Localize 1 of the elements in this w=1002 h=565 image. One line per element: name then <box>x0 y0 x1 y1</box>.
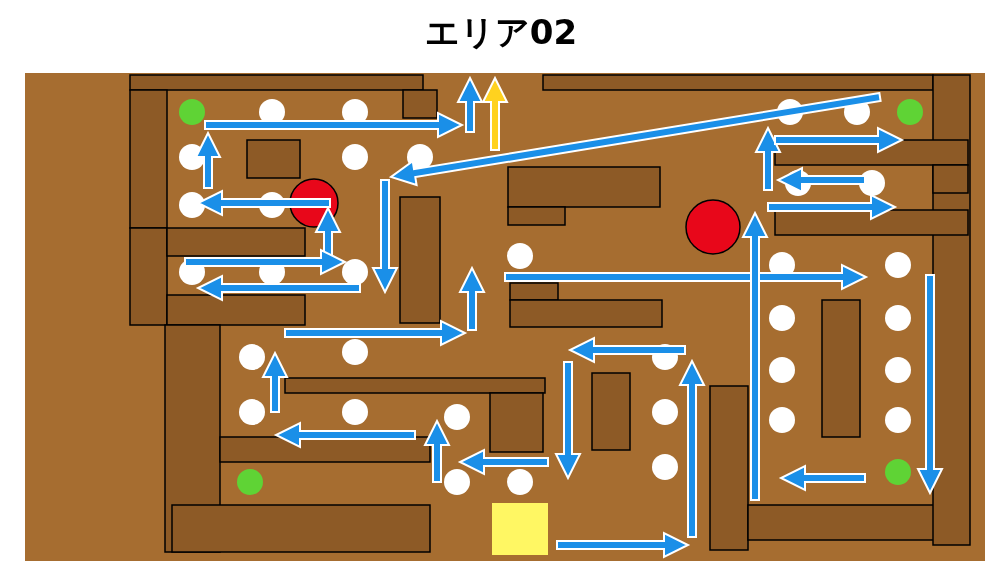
title: エリア02 <box>424 11 578 54</box>
